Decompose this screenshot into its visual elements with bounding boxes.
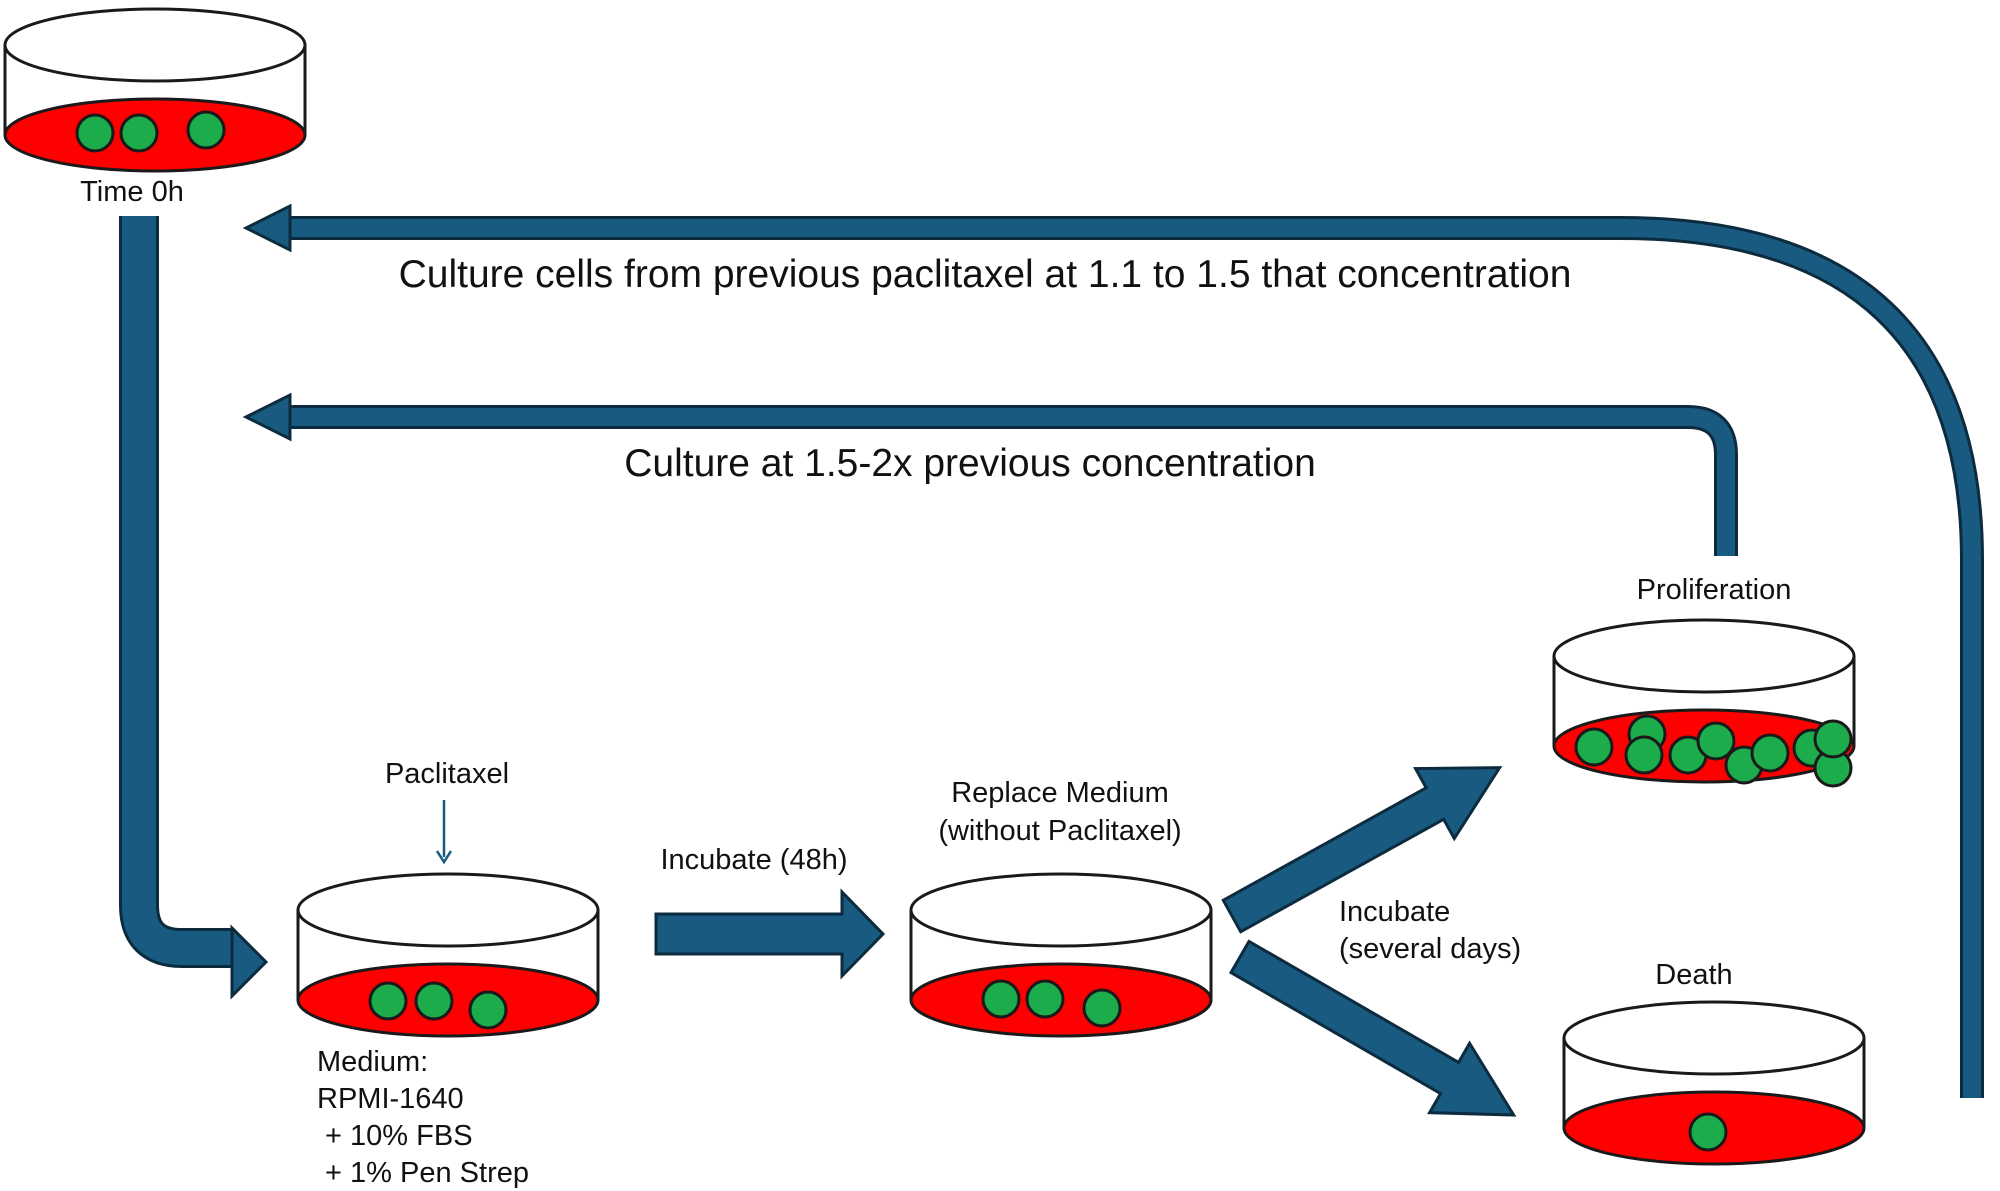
inner-loop-label: Culture at 1.5-2x previous concentration <box>624 442 1316 485</box>
cell <box>1696 721 1736 761</box>
dish-start <box>3 7 307 173</box>
medium-label: Medium: <box>317 1046 428 1078</box>
to-proliferation-arrow <box>1221 766 1503 934</box>
paclitaxel-pointer-arrow <box>435 800 453 865</box>
death-caption: Death <box>1655 959 1732 991</box>
incubate-48h-arrow <box>654 888 886 980</box>
proliferation-caption: Proliferation <box>1637 574 1792 606</box>
medium-base: RPMI-1640 <box>317 1083 464 1115</box>
time-0h-caption: Time 0h <box>80 176 184 208</box>
cell <box>119 113 159 153</box>
medium-fbs: + 10% FBS <box>317 1120 473 1152</box>
cell <box>1688 1112 1728 1152</box>
incubate-days-sublabel: (several days) <box>1339 933 1521 965</box>
cell <box>1574 727 1614 767</box>
paclitaxel-label: Paclitaxel <box>385 758 509 790</box>
outer-loop-arrow <box>242 203 1984 1098</box>
replace-medium-sublabel: (without Paclitaxel) <box>938 815 1181 847</box>
cell <box>1813 719 1853 759</box>
cell <box>1082 988 1122 1028</box>
incubate-days-label: Incubate <box>1339 896 1450 928</box>
cell <box>368 981 408 1021</box>
outer-loop-label: Culture cells from previous paclitaxel a… <box>399 253 1572 296</box>
cell <box>186 110 226 150</box>
cell <box>468 990 508 1030</box>
to-death-arrow <box>1228 939 1517 1117</box>
cell <box>75 113 115 153</box>
incubate-48h-label: Incubate (48h) <box>660 844 847 876</box>
cell <box>1025 979 1065 1019</box>
dish-replace-medium <box>909 872 1213 1038</box>
dish-death <box>1562 1000 1866 1166</box>
cell <box>981 979 1021 1019</box>
dish-proliferation <box>1552 618 1856 788</box>
medium-pen-strep: + 1% Pen Strep <box>317 1157 529 1189</box>
dish-treatment <box>296 872 600 1038</box>
cell <box>1624 735 1664 775</box>
inner-loop-arrow <box>242 392 1738 556</box>
start-to-treatment-arrow <box>119 216 269 1000</box>
cell <box>414 981 454 1021</box>
replace-medium-label: Replace Medium <box>951 777 1169 809</box>
cell <box>1750 733 1790 773</box>
